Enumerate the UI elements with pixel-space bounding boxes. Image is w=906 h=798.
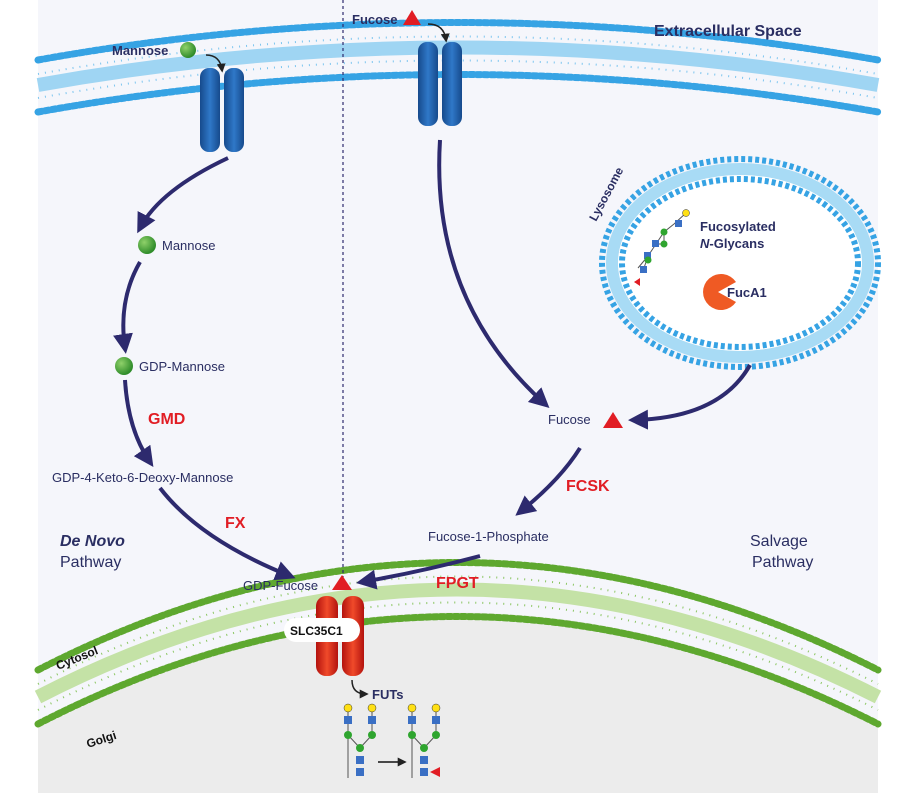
- extracellular-label: Extracellular Space: [654, 23, 802, 40]
- gdp-mannose-icon: [115, 357, 133, 375]
- gdp-mannose-label: GDP-Mannose: [139, 359, 225, 374]
- gdp-keto-label: GDP-4-Keto-6-Deoxy-Mannose: [52, 470, 233, 485]
- de-novo-label: De Novo: [60, 533, 125, 550]
- futs-label: FUTs: [372, 687, 404, 702]
- n-glycans-label: N-Glycans: [700, 236, 764, 251]
- fuca1-label: FucA1: [727, 285, 767, 300]
- mannose-outside-label: Mannose: [112, 43, 168, 58]
- futs-arrow: [351, 679, 369, 699]
- n-glycans-italic: N: [700, 236, 710, 251]
- salvage-pathway-label: Pathway: [752, 554, 813, 571]
- lysosome-glycan-icon: [634, 209, 690, 286]
- de-novo-pathway-label: Pathway: [60, 554, 121, 571]
- mannose-inside-icon: [138, 236, 156, 254]
- fucosylated-label: Fucosylated: [700, 219, 776, 234]
- n-glycans-rest: -Glycans: [709, 236, 764, 251]
- mannose-transporter: [200, 68, 244, 152]
- salvage-label: Salvage: [750, 533, 808, 550]
- golgi-glycan-sugars: [343, 703, 441, 777]
- fcsk-label: FCSK: [566, 478, 610, 495]
- fucose-entry-arrow: [427, 23, 450, 43]
- gmd-label: GMD: [148, 411, 185, 428]
- gdp-fucose-label: GDP-Fucose: [243, 578, 318, 593]
- fx-label: FX: [225, 515, 246, 532]
- fucose-1-phosphate-label: Fucose-1-Phosphate: [428, 529, 549, 544]
- fucose-inside-icon: [603, 412, 623, 428]
- slc35c1-transporter: [284, 596, 364, 676]
- fpgt-label: FPGT: [436, 575, 479, 592]
- mannose-entry-arrow: [205, 54, 226, 73]
- fuca1-icon: [703, 274, 736, 310]
- mannose-outside-icon: [180, 42, 196, 58]
- fucose-outside-icon: [403, 10, 421, 25]
- gdp-fucose-icon: [332, 575, 352, 590]
- pathway-arrows: [113, 139, 752, 590]
- fucose-outside-label: Fucose: [352, 12, 398, 27]
- lysosome: [599, 156, 881, 370]
- golgi-lumen: [38, 612, 878, 793]
- slc35c1-label: SLC35C1: [290, 624, 343, 638]
- fucose-inside-label: Fucose: [548, 412, 591, 427]
- fucose-transporter: [418, 42, 462, 126]
- mannose-inside-label: Mannose: [162, 238, 215, 253]
